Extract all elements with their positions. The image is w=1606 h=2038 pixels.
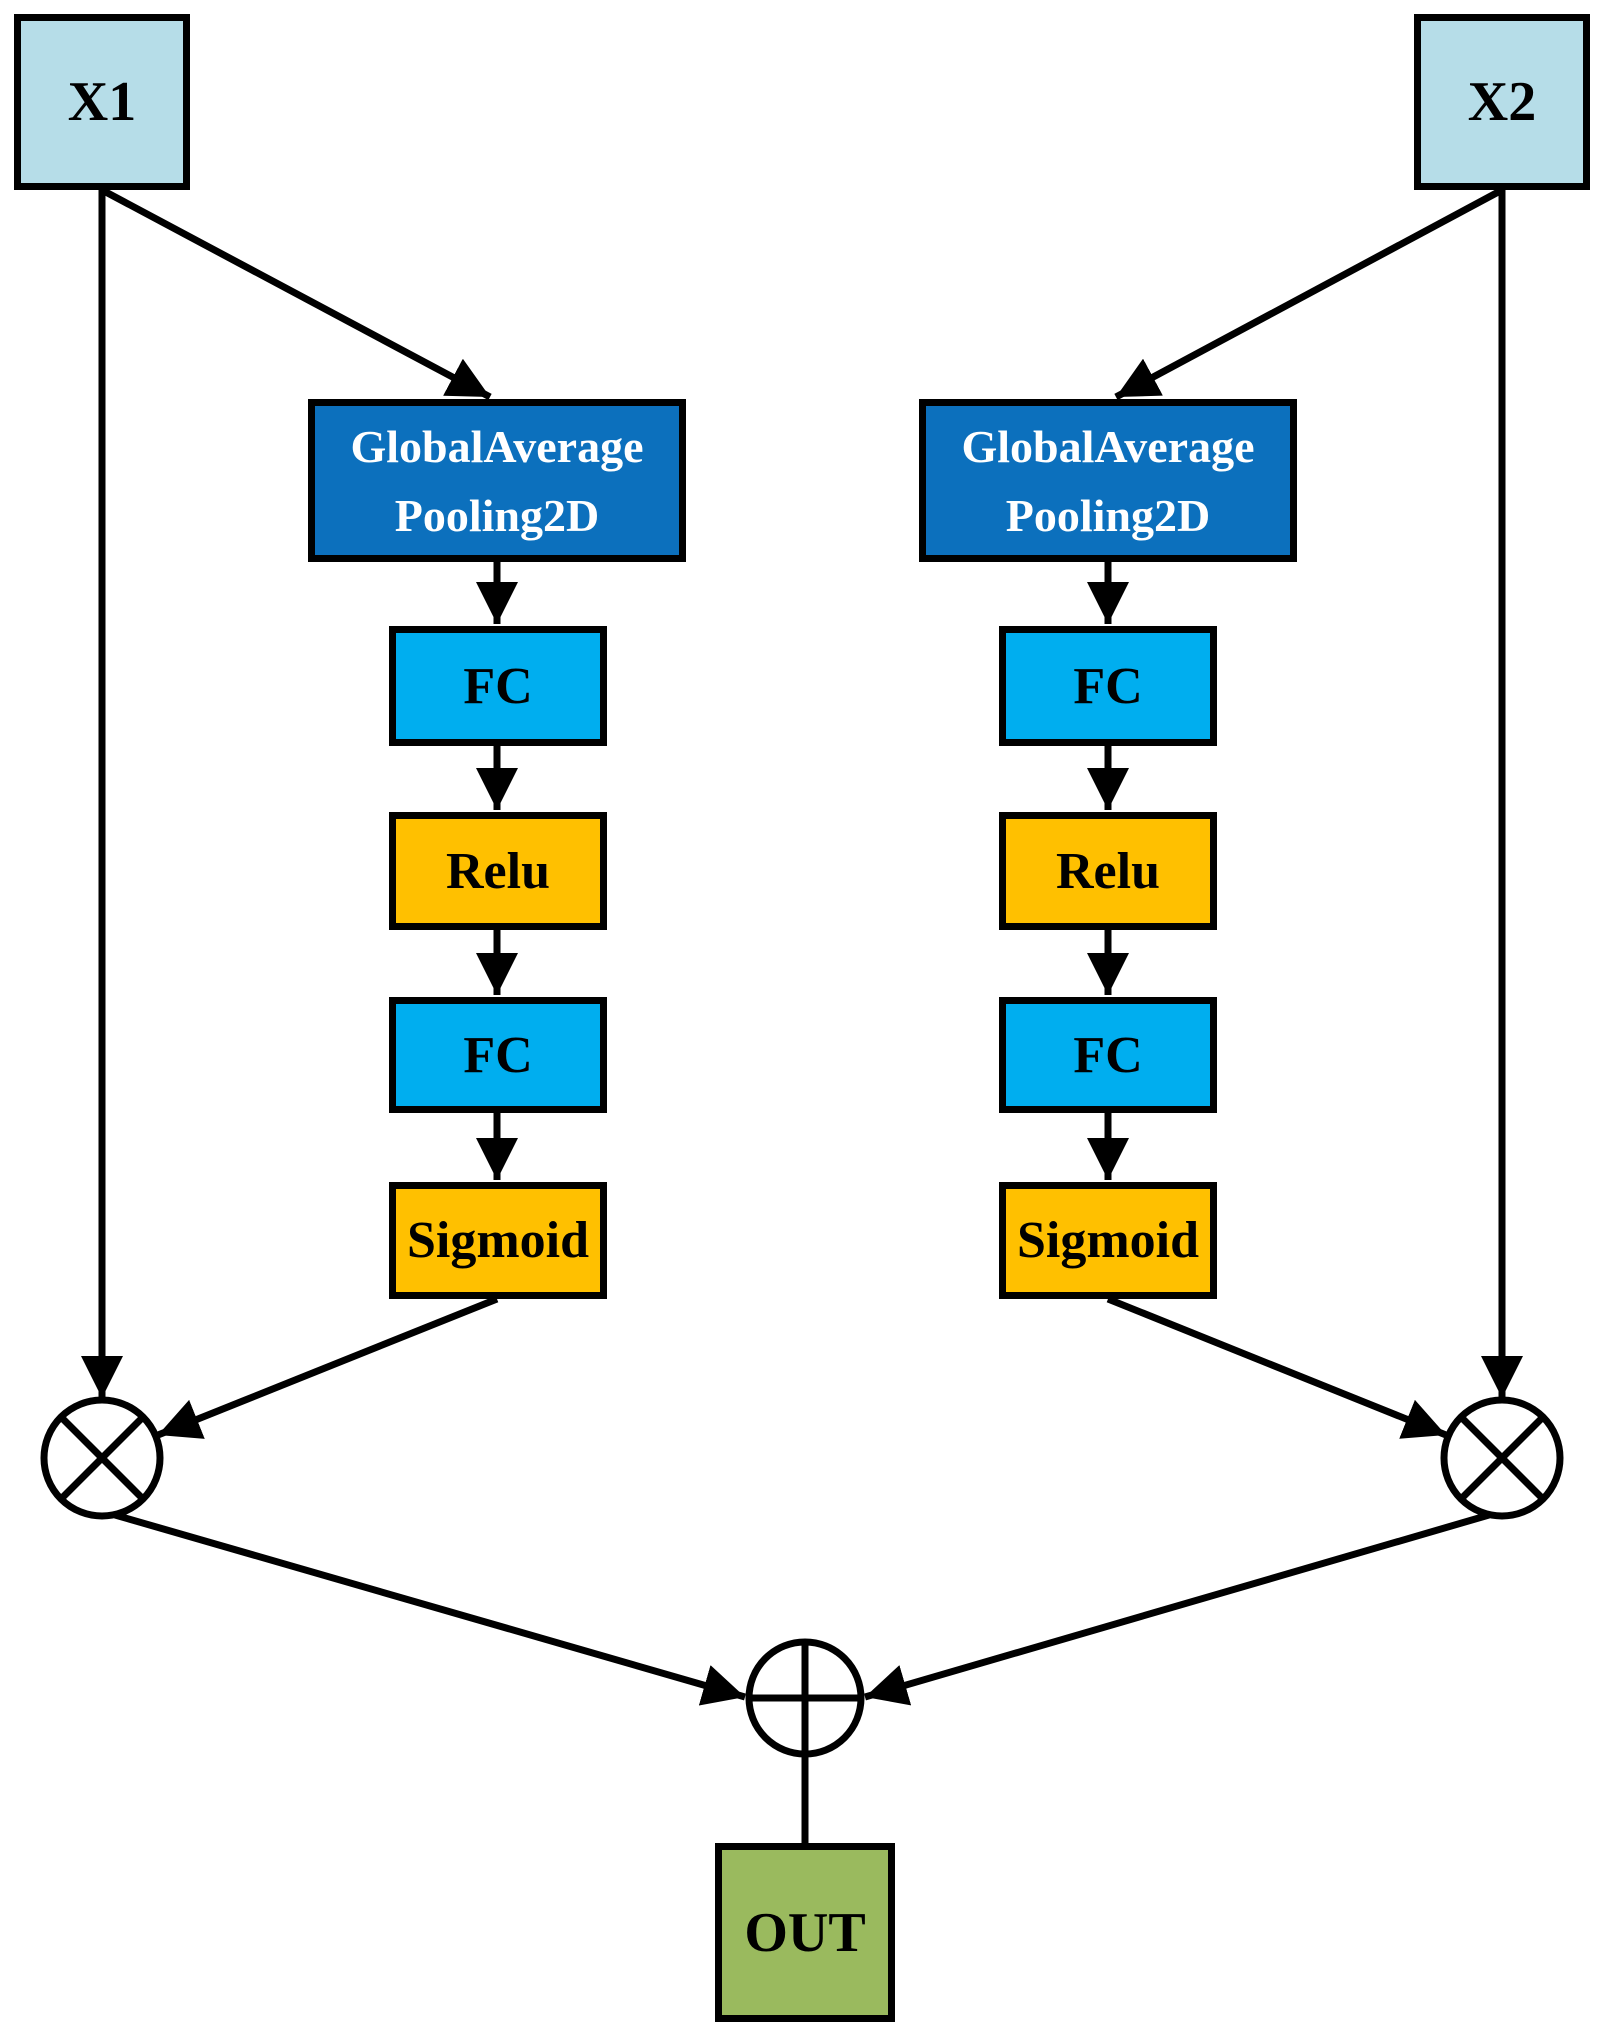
fc2-left-label: FC (463, 1026, 533, 1084)
connector-x1-to-gap-left (100, 186, 492, 401)
pool-right-label-line2: Pooling2D (1005, 489, 1211, 541)
pool-left-label-line1: GlobalAverage (350, 420, 644, 472)
multiply-right-node (1440, 1396, 1564, 1520)
connector-sigmoid-right-to-multiply-right (1106, 1295, 1448, 1439)
global-average-pooling-right-box: GlobalAverage Pooling2D (919, 399, 1297, 562)
sigmoid-left-label: Sigmoid (406, 1212, 590, 1269)
input-x1-box: X1 (14, 14, 190, 190)
output-box: OUT (715, 1843, 895, 2022)
connector-x2-to-gap-right (1114, 186, 1504, 401)
fc1-right-label: FC (1073, 657, 1143, 715)
relu-right-box: Relu (999, 812, 1217, 930)
connector-sigmoid-left-to-multiply-left (156, 1295, 499, 1439)
input-x2-label: X2 (1467, 71, 1537, 133)
fc1-left-label: FC (463, 657, 533, 715)
output-label: OUT (744, 1901, 866, 1964)
connector-multiply-right-to-add (864, 1511, 1490, 1706)
connector-multiply-left-to-add (114, 1511, 746, 1706)
multiply-left-node (40, 1396, 164, 1520)
sigmoid-right-label: Sigmoid (1016, 1212, 1200, 1269)
fc1-right-box: FC (999, 626, 1217, 746)
pool-left-label-line2: Pooling2D (394, 489, 600, 541)
sigmoid-left-box: Sigmoid (389, 1182, 607, 1299)
fc1-left-box: FC (389, 626, 607, 746)
relu-right-label: Relu (1056, 842, 1160, 900)
fc2-left-box: FC (389, 997, 607, 1113)
relu-left-box: Relu (389, 812, 607, 930)
input-x1-label: X1 (67, 71, 137, 133)
global-average-pooling-left-box: GlobalAverage Pooling2D (308, 399, 686, 562)
add-node (745, 1638, 865, 1758)
sigmoid-right-box: Sigmoid (999, 1182, 1217, 1299)
fc2-right-label: FC (1073, 1026, 1143, 1084)
pool-right-label-line1: GlobalAverage (961, 420, 1255, 472)
input-x2-box: X2 (1414, 14, 1590, 190)
relu-left-label: Relu (446, 842, 550, 900)
fc2-right-box: FC (999, 997, 1217, 1113)
